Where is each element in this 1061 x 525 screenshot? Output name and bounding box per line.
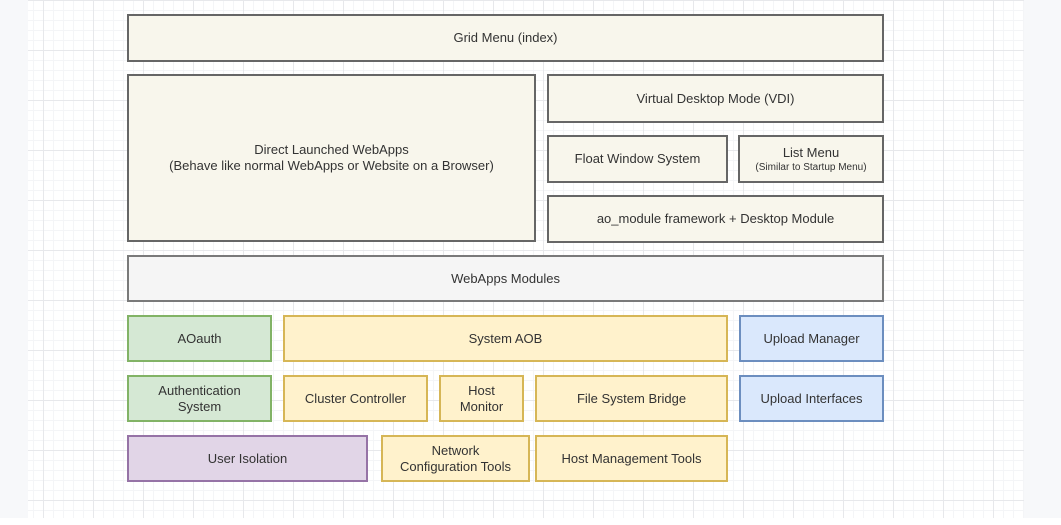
float-window-system-label: Float Window System bbox=[575, 151, 701, 167]
network-configuration-tools-label: Network bbox=[432, 443, 480, 459]
authentication-system-label: Authentication bbox=[158, 383, 240, 399]
virtual-desktop-mode-label: Virtual Desktop Mode (VDI) bbox=[637, 91, 795, 107]
host-management-tools-label: Host Management Tools bbox=[562, 451, 702, 467]
box-user-isolation: User Isolation bbox=[127, 435, 368, 482]
box-list-menu: List Menu (Similar to Startup Menu) bbox=[738, 135, 884, 183]
box-upload-interfaces: Upload Interfaces bbox=[739, 375, 884, 422]
box-cluster-controller: Cluster Controller bbox=[283, 375, 428, 422]
authentication-system-label-line2: System bbox=[178, 399, 221, 415]
box-file-system-bridge: File System Bridge bbox=[535, 375, 728, 422]
box-grid-menu: Grid Menu (index) bbox=[127, 14, 884, 62]
box-float-window-system: Float Window System bbox=[547, 135, 728, 183]
box-virtual-desktop-mode: Virtual Desktop Mode (VDI) bbox=[547, 74, 884, 123]
box-direct-launched-webapps: Direct Launched WebApps (Behave like nor… bbox=[127, 74, 536, 242]
network-configuration-tools-label-line2: Configuration Tools bbox=[400, 459, 511, 475]
ao-module-framework-label: ao_module framework + Desktop Module bbox=[597, 211, 834, 227]
box-host-management-tools: Host Management Tools bbox=[535, 435, 728, 482]
host-monitor-label: Host bbox=[468, 383, 495, 399]
user-isolation-label: User Isolation bbox=[208, 451, 287, 467]
host-monitor-label-line2: Monitor bbox=[460, 399, 503, 415]
direct-launched-webapps-label: Direct Launched WebApps bbox=[254, 142, 408, 158]
upload-interfaces-label: Upload Interfaces bbox=[761, 391, 863, 407]
cluster-controller-label: Cluster Controller bbox=[305, 391, 406, 407]
list-menu-sublabel: (Similar to Startup Menu) bbox=[755, 161, 866, 174]
system-aob-label: System AOB bbox=[469, 331, 543, 347]
box-webapps-modules: WebApps Modules bbox=[127, 255, 884, 302]
list-menu-label: List Menu bbox=[783, 145, 839, 161]
direct-launched-webapps-sublabel: (Behave like normal WebApps or Website o… bbox=[169, 158, 494, 174]
box-network-configuration-tools: Network Configuration Tools bbox=[381, 435, 530, 482]
file-system-bridge-label: File System Bridge bbox=[577, 391, 686, 407]
box-host-monitor: Host Monitor bbox=[439, 375, 524, 422]
webapps-modules-label: WebApps Modules bbox=[451, 271, 560, 287]
box-aoauth: AOauth bbox=[127, 315, 272, 362]
box-system-aob: System AOB bbox=[283, 315, 728, 362]
box-authentication-system: Authentication System bbox=[127, 375, 272, 422]
box-ao-module-framework: ao_module framework + Desktop Module bbox=[547, 195, 884, 243]
box-upload-manager: Upload Manager bbox=[739, 315, 884, 362]
upload-manager-label: Upload Manager bbox=[763, 331, 859, 347]
grid-menu-label: Grid Menu (index) bbox=[453, 30, 557, 46]
aoauth-label: AOauth bbox=[177, 331, 221, 347]
